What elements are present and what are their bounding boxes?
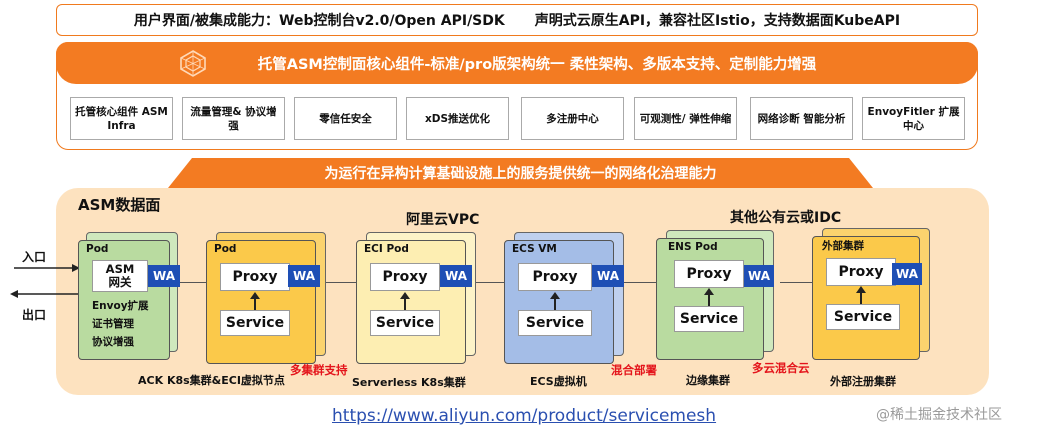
gateway-feature: Envoy扩展 (92, 300, 149, 312)
pod-card (812, 236, 920, 360)
red-label-multicluster: 多集群支持 (290, 363, 348, 377)
connector-line (780, 282, 814, 283)
trapezoid-banner-shape (168, 158, 873, 188)
cp-item-registry: 多注册中心 (521, 97, 624, 140)
gateway-feature: 协议增强 (92, 336, 134, 348)
pod-card (656, 238, 764, 360)
cp-item-traffic: 流量管理& 协议增强 (182, 97, 285, 140)
cluster-label-external: 外部注册集群 (830, 375, 896, 388)
pod-label: 外部集群 (822, 240, 864, 252)
proxy-box: Proxy (518, 263, 592, 291)
up-arrow-icon (400, 292, 410, 310)
red-label-hybrid: 混合部署 (611, 363, 657, 377)
cp-item-xds: xDS推送优化 (406, 97, 509, 140)
ingress-label: 入口 (22, 250, 47, 264)
pod-card (504, 240, 614, 364)
cp-item-zero-trust: 零信任安全 (294, 97, 397, 140)
data-plane-title: ASM数据面 (78, 196, 161, 214)
cluster-label-ack: ACK K8s集群&ECI虚拟节点 (138, 374, 285, 387)
top-banner-left: 用户界面/被集成能力：Web控制台v2.0/Open API/SDK (133, 13, 505, 29)
servicemesh-link[interactable]: https://www.aliyun.com/product/serviceme… (332, 406, 717, 426)
proxy-box: Proxy (826, 258, 896, 286)
service-box: Service (220, 310, 290, 336)
service-box: Service (370, 310, 440, 336)
proxy-box: Proxy (220, 263, 290, 291)
io-arrows-icon (10, 264, 80, 298)
wa-badge: WA (592, 265, 624, 287)
wa-badge: WA (440, 265, 472, 287)
watermark: @稀土掘金技术社区 (876, 407, 1002, 423)
cp-item-envoyfilter: EnvoyFitler 扩展中心 (862, 97, 965, 140)
service-box: Service (826, 304, 900, 330)
proxy-box: Proxy (370, 263, 440, 291)
up-arrow-icon (704, 288, 714, 306)
asm-gateway-box: ASM 网关 (92, 260, 148, 292)
service-box: Service (518, 310, 592, 336)
cluster-label-ecs: ECS虚拟机 (530, 375, 587, 388)
up-arrow-icon (550, 292, 560, 310)
pod-label: ECS VM (512, 243, 557, 255)
control-plane-header: 托管ASM控制面核心组件-标准/pro版架构统一 柔性架构、多版本支持、定制能力… (56, 42, 978, 84)
up-arrow-icon (250, 292, 260, 310)
pod-card (356, 240, 466, 364)
gateway-wa-badge: WA (148, 265, 180, 287)
proxy-box: Proxy (674, 260, 744, 288)
up-arrow-icon (856, 286, 866, 304)
connector-line (170, 282, 206, 283)
trapezoid-banner: 为运行在异构计算基础设施上的服务提供统一的网络化治理能力 (324, 166, 717, 182)
pod-label: ENS Pod (668, 241, 718, 253)
connector-line (624, 282, 658, 283)
pod-label: Pod (214, 243, 237, 255)
top-banner: 用户界面/被集成能力：Web控制台v2.0/Open API/SDK 声明式云原… (56, 4, 978, 36)
wa-badge: WA (288, 265, 320, 287)
cluster-label-serverless: Serverless K8s集群 (352, 376, 466, 389)
cp-item-observability: 可观测性/ 弹性伸缩 (634, 97, 737, 140)
top-banner-right: 声明式云原生API，兼容社区Istio，支持数据面KubeAPI (534, 13, 901, 29)
pod-label: ECI Pod (364, 243, 409, 255)
service-box: Service (674, 306, 744, 332)
gateway-pod-label: Pod (86, 243, 109, 255)
region-aliyun-label: 阿里云VPC (406, 212, 480, 228)
connector-line (474, 282, 506, 283)
cp-item-asm-infra: 托管核心组件 ASM Infra (70, 97, 173, 140)
cluster-label-edge: 边缘集群 (686, 374, 730, 387)
cp-item-diagnosis: 网络诊断 智能分析 (750, 97, 853, 140)
asm-logo-icon (180, 50, 206, 77)
wa-badge: WA (892, 263, 922, 285)
gateway-feature: 证书管理 (92, 318, 134, 330)
pod-card (206, 240, 316, 364)
wa-badge: WA (744, 265, 774, 287)
control-plane-header-text: 托管ASM控制面核心组件-标准/pro版架构统一 柔性架构、多版本支持、定制能力… (257, 56, 817, 73)
region-other-label: 其他公有云或IDC (730, 210, 842, 226)
egress-label: 出口 (22, 308, 47, 322)
red-label-multicloud: 多云混合云 (752, 361, 810, 375)
connector-line (322, 282, 358, 283)
